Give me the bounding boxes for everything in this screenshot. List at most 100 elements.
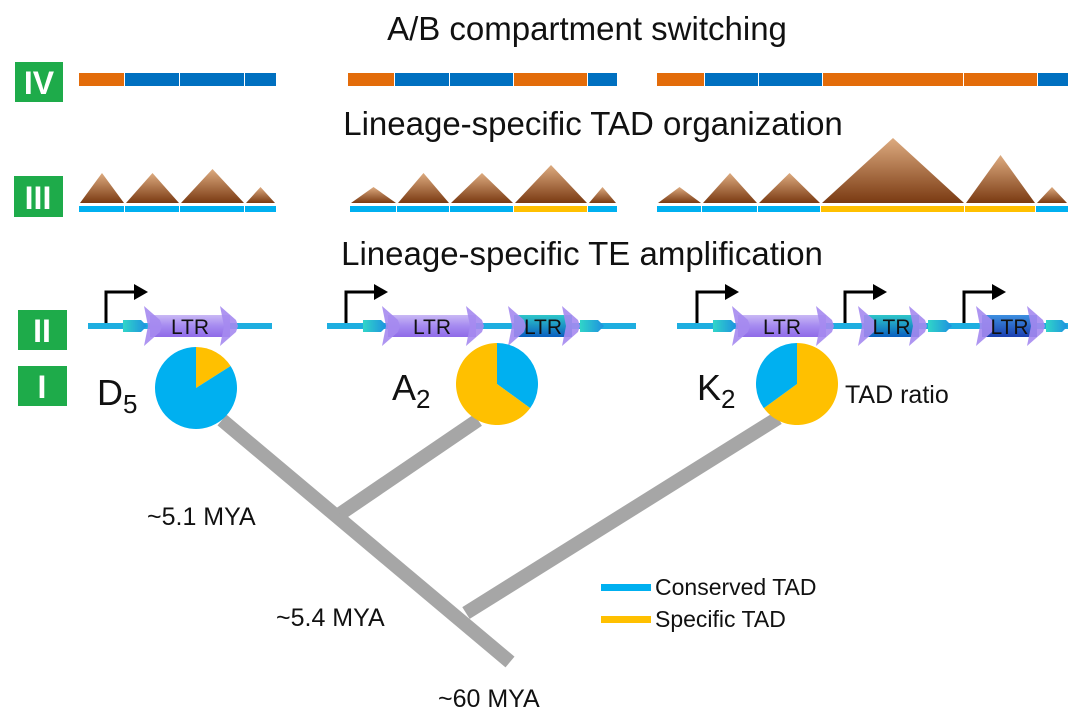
tad-triangle-conserved xyxy=(181,169,244,203)
legend-label-conserved: Conserved TAD xyxy=(655,574,817,600)
tad-bar-specific xyxy=(514,206,587,212)
tad-bar-conserved xyxy=(180,206,244,212)
tad-bar-conserved xyxy=(1036,206,1068,212)
ltr-element: LTR xyxy=(858,306,927,346)
tad-triangle-conserved xyxy=(80,173,124,203)
gene-block xyxy=(928,320,952,332)
divergence-time-5-1: ~5.1 MYA xyxy=(147,503,256,531)
tad-bar-conserved xyxy=(125,206,179,212)
tad-bar-conserved xyxy=(588,206,617,212)
pie-slice-specific xyxy=(763,343,838,425)
tss-arrowhead-icon xyxy=(992,284,1006,300)
tad-triangle-conserved xyxy=(1037,187,1067,203)
gene-block xyxy=(713,320,737,332)
badge-iv: IV xyxy=(15,62,63,102)
legend: Conserved TAD Specific TAD xyxy=(601,574,817,632)
ltr-label: LTR xyxy=(872,316,910,339)
legend-swatch-conserved xyxy=(601,584,651,591)
pie-slice-specific xyxy=(455,343,531,426)
ltr-label: LTR xyxy=(763,316,801,339)
species-name-a2: A xyxy=(392,367,416,408)
phylogenetic-tree xyxy=(217,412,782,668)
tree-branch-k2 xyxy=(462,412,782,619)
compartment-segment-B xyxy=(759,73,822,86)
compartment-segment-B xyxy=(588,73,617,86)
badge-i-label: I xyxy=(38,369,47,405)
pie-slice-conserved xyxy=(756,343,797,409)
compartment-track-2 xyxy=(348,73,617,86)
tss-arrowhead-icon xyxy=(134,284,148,300)
tad-triangle-conserved xyxy=(246,187,275,203)
tad-triangle-conserved xyxy=(451,173,513,203)
compartment-segment-A xyxy=(964,73,1037,86)
pie-label-tad-ratio: TAD ratio xyxy=(845,381,949,409)
compartment-segment-A xyxy=(514,73,587,86)
tad-triangle-conserved xyxy=(759,173,820,203)
compartment-segment-B xyxy=(180,73,244,86)
pie-slice-conserved xyxy=(497,343,538,409)
ltr-element: LTR xyxy=(508,306,580,346)
tad-bar-conserved xyxy=(702,206,757,212)
pie-d5 xyxy=(155,347,238,429)
tad-bar-specific xyxy=(821,206,964,212)
tad-bar-specific xyxy=(965,206,1035,212)
tad-track-3 xyxy=(657,138,1068,212)
te-track-d5: LTR xyxy=(88,284,272,346)
tss-arrowhead-icon xyxy=(374,284,388,300)
tad-triangle-specific xyxy=(966,155,1035,203)
ltr-label: LTR xyxy=(990,316,1028,339)
compartment-segment-A xyxy=(657,73,704,86)
compartment-segment-B xyxy=(1038,73,1068,86)
legend-label-specific: Specific TAD xyxy=(655,606,786,632)
badge-iv-label: IV xyxy=(24,65,55,101)
te-tracks: LTR LTR LTR LTR LTR LTR xyxy=(88,284,1068,346)
tad-bar-conserved xyxy=(397,206,449,212)
badge-iii: III xyxy=(14,176,63,217)
compartment-segment-B xyxy=(450,73,513,86)
pie-a2 xyxy=(455,343,538,426)
tss-arrow-icon xyxy=(344,290,376,323)
gene-block xyxy=(580,320,604,332)
compartment-segment-A xyxy=(823,73,963,86)
tss-arrow-icon xyxy=(104,290,136,323)
gene-block xyxy=(123,320,147,332)
title-ab-compartment: A/B compartment switching xyxy=(387,10,787,47)
species-sub-a2: 2 xyxy=(416,384,430,414)
tad-bar-conserved xyxy=(350,206,396,212)
title-te-amplification: Lineage-specific TE amplification xyxy=(341,235,823,272)
ltr-label: LTR xyxy=(524,316,562,339)
pie-slice-specific xyxy=(196,347,231,388)
badge-iii-label: III xyxy=(25,180,52,216)
tad-ratio-pies xyxy=(155,343,838,429)
divergence-time-5-4: ~5.4 MYA xyxy=(276,604,385,632)
tad-track-2 xyxy=(350,165,617,212)
tad-triangle-conserved xyxy=(398,173,449,203)
ltr-element: LTR xyxy=(732,306,834,346)
species-sub-k2: 2 xyxy=(721,384,735,414)
pie-k2 xyxy=(756,343,838,425)
species-sub-d5: 5 xyxy=(123,389,137,419)
tss-arrowhead-icon xyxy=(873,284,887,300)
tad-triangle-conserved xyxy=(126,173,179,203)
tad-bar-conserved xyxy=(79,206,124,212)
tad-triangle-conserved xyxy=(703,173,757,203)
tad-bar-conserved xyxy=(657,206,701,212)
tad-triangle-specific xyxy=(515,165,587,203)
tad-triangle-conserved xyxy=(351,187,396,203)
te-track-k2: LTR LTR LTR xyxy=(677,284,1068,346)
species-label-a2: A2 xyxy=(392,367,430,414)
gene-block xyxy=(1046,320,1068,332)
species-label-k2: K2 xyxy=(697,367,735,414)
te-track-a2: LTR LTR xyxy=(327,284,636,346)
legend-swatch-specific xyxy=(601,616,651,623)
ltr-element: LTR xyxy=(976,306,1045,346)
ltr-label: LTR xyxy=(413,316,451,339)
species-name-k2: K xyxy=(697,367,721,408)
ltr-element: LTR xyxy=(144,306,238,346)
tad-triangle-conserved xyxy=(658,187,701,203)
species-name-d5: D xyxy=(97,372,123,413)
tad-tracks xyxy=(79,138,1068,212)
pie-slice-conserved xyxy=(155,347,238,429)
compartment-track-1 xyxy=(79,73,276,86)
